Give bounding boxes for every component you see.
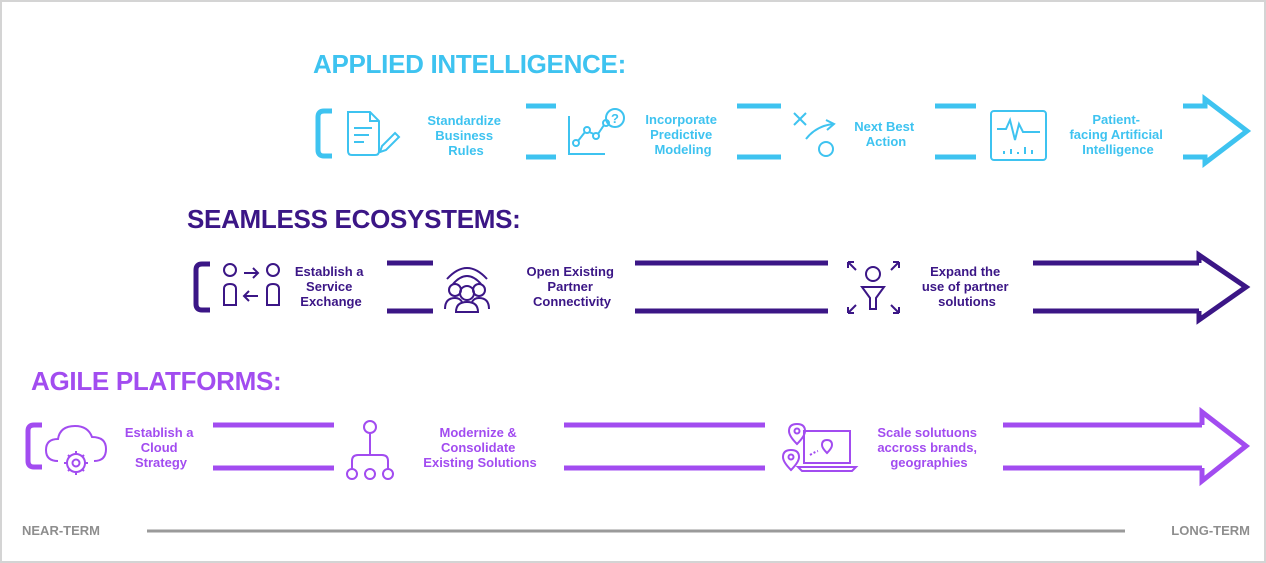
step-label-partner-solutions: Expand the use of partner solutions — [922, 264, 1012, 309]
timeline-end-label: LONG-TERM — [1171, 523, 1250, 538]
step-label-cloud-strategy: Establish a Cloud Strategy — [125, 425, 197, 470]
row-applied-intelligence: APPLIED INTELLIGENCE: — [313, 49, 1252, 169]
step-label-next-best-action: Next Best Action — [854, 119, 918, 149]
person-funnel-expand-icon — [847, 261, 900, 314]
row-agile-platforms: AGILE PLATFORMS: — [25, 366, 1251, 487]
row-title: APPLIED INTELLIGENCE: — [313, 49, 626, 79]
document-pencil-icon — [347, 111, 401, 156]
people-exchange-icon — [223, 263, 280, 306]
arrow-head — [1196, 250, 1251, 325]
arrow-head — [1199, 406, 1251, 487]
play-strategy-icon — [793, 112, 836, 157]
hierarchy-tree-icon — [346, 420, 394, 480]
row-title: AGILE PLATFORMS: — [31, 366, 281, 396]
group-wifi-icon — [444, 267, 490, 313]
step-label-partner-connectivity: Open Existing Partner Connectivity — [526, 264, 617, 309]
step-label-standardize: Standardize Business Rules — [427, 113, 504, 158]
start-bracket — [315, 108, 332, 159]
timeline-start-label: NEAR-TERM — [22, 523, 100, 538]
start-bracket — [193, 261, 210, 313]
arrow-head — [1183, 93, 1252, 169]
row-seamless-ecosystems: SEAMLESS ECOSYSTEMS: — [187, 204, 1251, 325]
step-label-service-exchange: Establish a Service Exchange — [295, 264, 367, 309]
cloud-gear-icon — [44, 424, 108, 475]
laptop-location-icon — [781, 422, 859, 472]
step-label-modernize: Modernize & Consolidate Existing Solutio… — [423, 425, 536, 470]
monitor-waveform-icon — [990, 110, 1047, 161]
step-label-predictive: Incorporate Predictive Modeling — [645, 112, 720, 157]
start-bracket — [25, 422, 42, 470]
step-label-scale-solutions: Scale solutuons accross brands, geograph… — [877, 425, 980, 470]
question-glyph: ? — [611, 111, 619, 126]
timeline: NEAR-TERM LONG-TERM — [22, 523, 1250, 538]
step-label-patient-facing-ai: Patient- facing Artificial Intelligence — [1069, 112, 1166, 157]
chart-question-icon — [568, 108, 625, 155]
row-title: SEAMLESS ECOSYSTEMS: — [187, 204, 521, 234]
